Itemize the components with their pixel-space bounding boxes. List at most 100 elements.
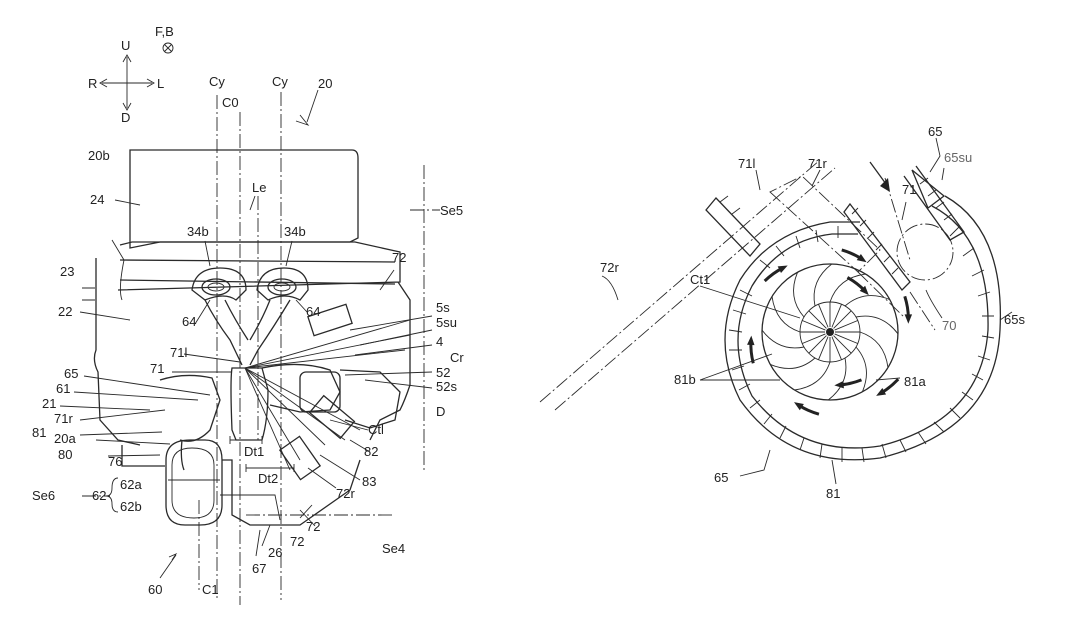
label-24: 24 [90, 192, 104, 207]
label-72-a: 72 [306, 519, 320, 534]
label-81: 81 [826, 486, 840, 501]
label-c1: C1 [202, 582, 219, 597]
label-65-top: 65 [928, 124, 942, 139]
label-76: 76 [108, 454, 122, 469]
fan-blade [771, 296, 801, 333]
label-71r: 71r [808, 156, 827, 171]
flow-arrowhead-icon [747, 335, 755, 346]
label-c0: C0 [222, 95, 239, 110]
label-52s: 52s [436, 379, 457, 394]
label-65s: 65s [1004, 312, 1025, 327]
left-figure: U D R L F,B [32, 24, 464, 605]
flow-arrowhead-icon [834, 380, 844, 389]
label-se6: Se6 [32, 488, 55, 503]
fan-blade [827, 357, 847, 401]
fan-blade [794, 361, 831, 391]
label-d: D [121, 110, 130, 125]
label-80: 80 [58, 447, 72, 462]
flow-arrowhead-icon [859, 285, 869, 296]
fan-blade [761, 329, 805, 349]
label-u: U [121, 38, 130, 53]
label-34b-right: 34b [284, 224, 306, 239]
label-72r: 72r [600, 260, 619, 275]
label-ctl: Ctl [368, 422, 384, 437]
label-20a: 20a [54, 431, 76, 446]
label-5s: 5s [436, 300, 450, 315]
flow-arrowhead-icon [856, 253, 867, 263]
label-34b-left: 34b [187, 224, 209, 239]
label-fb: F,B [155, 24, 174, 39]
label-5su: 5su [436, 315, 457, 330]
label-65-bottom: 65 [714, 470, 728, 485]
fan-blade [859, 331, 889, 368]
label-62: 62 [92, 488, 106, 503]
fan-blades [761, 263, 899, 401]
label-22: 22 [58, 304, 72, 319]
label-81b: 81b [674, 372, 696, 387]
fan-spoke [802, 333, 826, 344]
label-le: Le [252, 180, 266, 195]
label-72-top: 72 [392, 250, 406, 265]
label-65su: 65su [944, 150, 972, 165]
label-82: 82 [364, 444, 378, 459]
flow-arrowhead-icon [904, 314, 913, 324]
label-4: 4 [436, 334, 443, 349]
label-se5: Se5 [440, 203, 463, 218]
label-cy-left: Cy [209, 74, 225, 89]
fan-spoke [802, 320, 826, 331]
fan-blade [855, 315, 899, 335]
fan-spoke [818, 336, 829, 360]
label-64-left: 64 [182, 314, 196, 329]
label-ct1: Ct1 [690, 272, 710, 287]
label-64-right: 64 [306, 304, 320, 319]
flow-arrowhead-icon [876, 387, 887, 396]
label-72r: 72r [336, 486, 355, 501]
fan-spoke [834, 333, 858, 344]
fan-spoke [833, 310, 852, 329]
label-60: 60 [148, 582, 162, 597]
label-r: R [88, 76, 97, 91]
right-figure: 65 71l 71r 65su 71 72r Ct1 70 65s 81b 81… [539, 124, 1025, 501]
direction-indicator: U D R L F,B [88, 24, 174, 125]
fan-spokes [800, 302, 860, 362]
label-cy-right: Cy [272, 74, 288, 89]
label-se4: Se4 [382, 541, 405, 556]
label-71r: 71r [54, 411, 73, 426]
label-72-b: 72 [290, 534, 304, 549]
label-62a: 62a [120, 477, 142, 492]
label-23: 23 [60, 264, 74, 279]
label-21: 21 [42, 396, 56, 411]
label-71: 71 [902, 182, 916, 197]
fan-blade [793, 272, 805, 318]
fan-spoke [818, 304, 829, 328]
fan-blade [813, 263, 833, 307]
label-71l: 71l [738, 156, 755, 171]
fan-spoke [831, 336, 842, 360]
label-81a: 81a [904, 374, 926, 389]
fan-blade [770, 357, 816, 369]
label-71l: 71l [170, 345, 187, 360]
label-dt1: Dt1 [244, 444, 264, 459]
label-70: 70 [942, 318, 956, 333]
label-71: 71 [150, 361, 164, 376]
label-67: 67 [252, 561, 266, 576]
label-61: 61 [56, 381, 70, 396]
flow-arrowhead-icon [777, 265, 788, 274]
into-page-icon [162, 42, 174, 54]
fan-spoke [834, 320, 858, 331]
label-65: 65 [64, 366, 78, 381]
fan-spoke [808, 310, 827, 329]
fan-blade [829, 273, 866, 303]
fan-spoke [833, 335, 852, 354]
label-83: 83 [362, 474, 376, 489]
housing-hatch [728, 225, 995, 463]
label-20b: 20b [88, 148, 110, 163]
label-20: 20 [318, 76, 332, 91]
label-cr: Cr [450, 350, 464, 365]
label-26: 26 [268, 545, 282, 560]
fan-blade [844, 295, 890, 307]
fan-blade [855, 346, 867, 392]
fan-spoke [808, 335, 827, 354]
label-62b: 62b [120, 499, 142, 514]
